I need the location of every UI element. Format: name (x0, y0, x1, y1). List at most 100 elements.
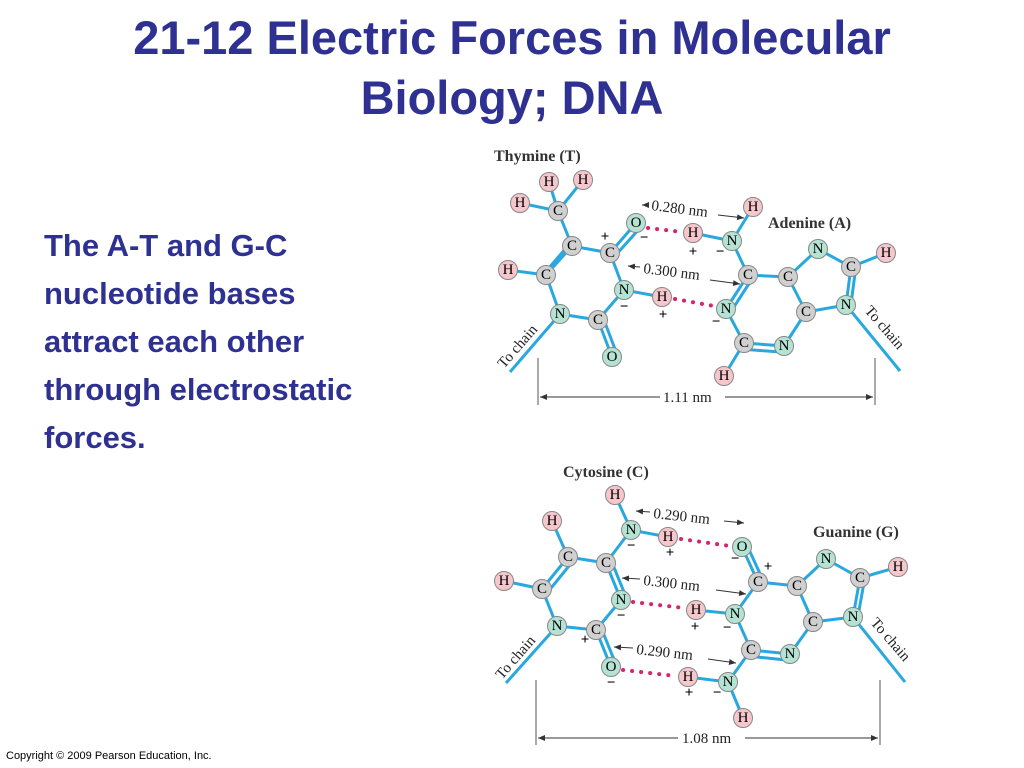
atom-carbon: C (741, 640, 761, 660)
atom-carbon: C (600, 243, 620, 263)
atom-carbon: C (787, 576, 807, 596)
atom-nitrogen: N (725, 604, 745, 624)
atom-carbon: C (734, 333, 754, 353)
atom-carbon: C (596, 553, 616, 573)
charge-minus: − (620, 299, 629, 315)
svg-text:H: H (738, 710, 749, 726)
svg-text:N: N (626, 522, 637, 538)
gc-bond3-length: 0.290 nm (636, 642, 694, 664)
svg-text:N: N (552, 618, 563, 634)
svg-text:H: H (691, 602, 702, 618)
guanine-title: Guanine (G) (813, 524, 899, 541)
svg-text:H: H (893, 559, 904, 575)
atom-carbon: C (588, 310, 608, 330)
atom-carbon: C (841, 257, 861, 277)
atom-hydrogen: H (605, 485, 625, 505)
adenine-title: Adenine (A) (768, 215, 851, 232)
svg-text:C: C (591, 622, 601, 638)
svg-text:H: H (657, 289, 668, 305)
svg-text:C: C (792, 578, 802, 594)
gc-hydrogen-bonds (621, 537, 732, 678)
svg-text:N: N (848, 609, 859, 625)
gc-total-width: 1.08 nm (682, 731, 732, 747)
svg-text:H: H (881, 245, 892, 261)
svg-text:C: C (541, 267, 551, 283)
svg-text:C: C (605, 245, 615, 261)
gc-bond1-length: 0.290 nm (653, 506, 711, 528)
slide-title: 21-12 Electric Forces in Molecular Biolo… (0, 8, 1024, 128)
svg-text:N: N (779, 338, 790, 354)
atom-carbon: C (803, 612, 823, 632)
charge-plus: + (581, 632, 590, 648)
svg-text:N: N (721, 301, 732, 317)
charge-plus: + (689, 244, 698, 260)
svg-text:C: C (846, 259, 856, 275)
svg-text:N: N (813, 241, 824, 257)
svg-text:H: H (503, 262, 514, 278)
atom-carbon: C (558, 547, 578, 567)
gc-chain-left-label: To chain (493, 633, 539, 683)
svg-text:H: H (610, 487, 621, 503)
svg-text:H: H (547, 513, 558, 529)
at-base-pair: Thymine (T) Adenine (A) (494, 148, 907, 406)
svg-text:N: N (841, 297, 852, 313)
body-line-1: The A-T and G-C (44, 228, 288, 263)
atom-hydrogen: H (888, 557, 908, 577)
charge-plus: + (685, 685, 694, 701)
at-hydrogen-bonds (646, 226, 716, 308)
copyright-notice: Copyright © 2009 Pearson Education, Inc. (6, 750, 212, 762)
svg-text:H: H (688, 225, 699, 241)
at-chain-right-label: To chain (861, 303, 907, 353)
svg-text:H: H (578, 172, 589, 188)
atom-hydrogen: H (494, 571, 514, 591)
atom-hydrogen: H (686, 600, 706, 620)
svg-text:H: H (663, 529, 674, 545)
svg-text:C: C (563, 549, 573, 565)
charge-plus: + (666, 545, 675, 561)
atom-carbon: C (548, 201, 568, 221)
svg-text:N: N (730, 606, 741, 622)
atom-oxygen: O (626, 213, 646, 233)
svg-text:O: O (631, 215, 642, 231)
gc-chain-right-label: To chain (867, 615, 913, 665)
svg-text:C: C (553, 203, 563, 219)
atom-hydrogen: H (498, 260, 518, 280)
charge-plus: + (691, 619, 700, 635)
atom-carbon: C (536, 265, 556, 285)
charge-minus: − (713, 685, 722, 701)
atom-nitrogen: N (774, 336, 794, 356)
atom-carbon: C (562, 236, 582, 256)
title-line-2: Biology; DNA (360, 71, 664, 124)
thymine-title: Thymine (T) (494, 148, 581, 165)
svg-text:C: C (739, 335, 749, 351)
svg-text:C: C (808, 614, 818, 630)
svg-text:O: O (606, 659, 617, 675)
title-line-1: 21-12 Electric Forces in Molecular (133, 11, 891, 64)
svg-text:O: O (737, 539, 748, 555)
charge-plus: + (764, 559, 773, 575)
atom-hydrogen: H (683, 223, 703, 243)
svg-text:H: H (515, 195, 526, 211)
charge-minus: − (607, 675, 616, 691)
atom-nitrogen: N (816, 549, 836, 569)
body-line-3: attract each other (44, 324, 305, 359)
charge-minus: − (627, 538, 636, 554)
gc-bond2-length: 0.300 nm (643, 573, 701, 595)
atom-nitrogen: N (808, 239, 828, 259)
atom-hydrogen: H (658, 527, 678, 547)
atom-oxygen: O (602, 347, 622, 367)
charge-minus: − (723, 620, 732, 636)
svg-text:N: N (727, 233, 738, 249)
charge-minus: − (716, 244, 725, 260)
atom-hydrogen: H (714, 366, 734, 386)
atom-hydrogen: H (652, 287, 672, 307)
atom-hydrogen: H (539, 172, 559, 192)
svg-text:N: N (723, 674, 734, 690)
svg-text:H: H (499, 573, 510, 589)
atom-nitrogen: N (550, 304, 570, 324)
svg-text:C: C (537, 581, 547, 597)
atom-carbon: C (748, 572, 768, 592)
at-atoms: H H H C O C C H C N N C O H H N N H C C … (498, 170, 896, 386)
body-line-2: nucleotide bases (44, 276, 296, 311)
svg-text:N: N (555, 306, 566, 322)
